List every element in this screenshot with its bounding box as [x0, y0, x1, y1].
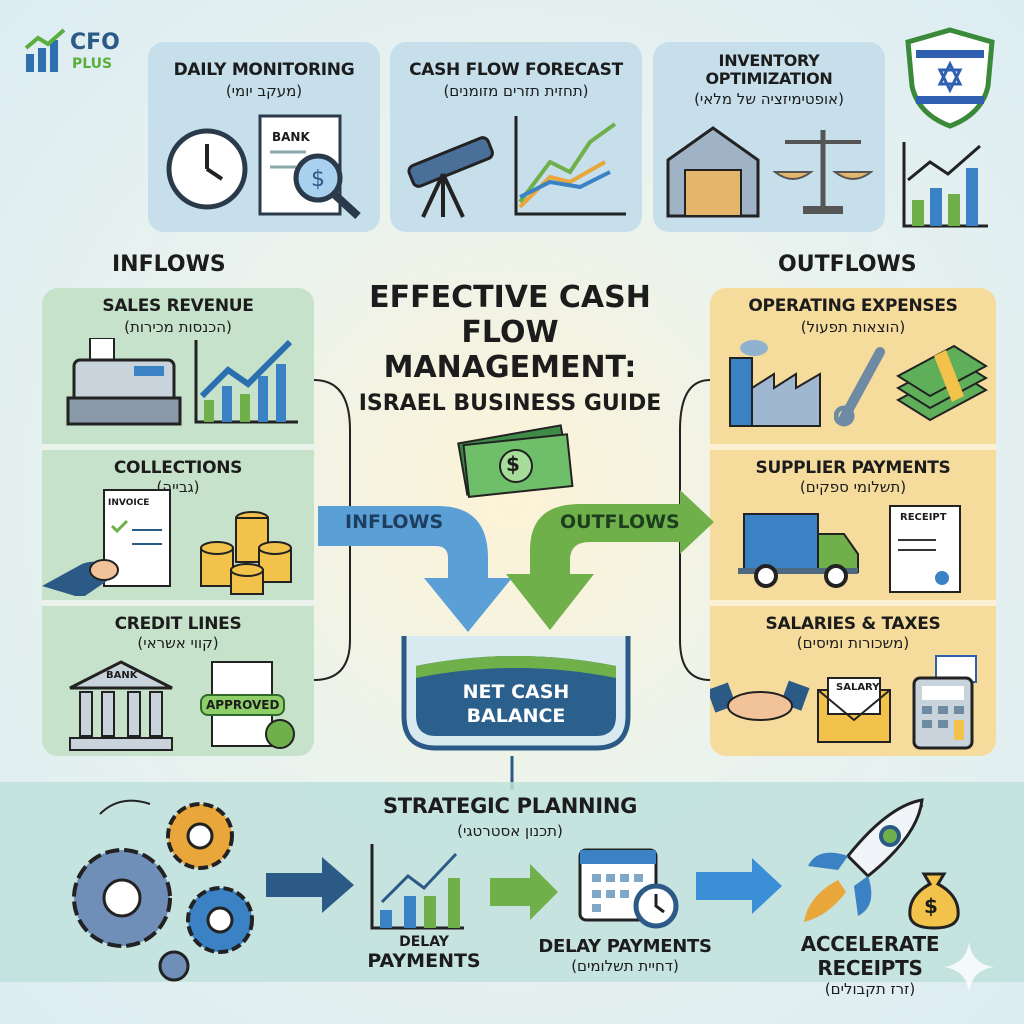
- card-hebrew: (אופטימיזציה של מלאי): [694, 90, 844, 108]
- money-bag-dollar: $: [924, 894, 938, 918]
- warehouse-icon: [666, 126, 760, 218]
- item-hebrew: (הוצאות תפעול): [800, 318, 906, 336]
- subtitle: ISRAEL BUSINESS GUIDE: [358, 391, 662, 416]
- inflows-arrow: [318, 506, 512, 632]
- coin-stacks-icon: [200, 511, 292, 595]
- delivery-truck-icon: [738, 513, 859, 588]
- strategy-hebrew: (תכנון אסטרטגי): [457, 822, 563, 840]
- outflows-heading: OUTFLOWS: [778, 252, 917, 277]
- title-line1: EFFECTIVE CASH: [369, 280, 651, 315]
- calendar-clock-icon: [578, 848, 679, 929]
- item-hebrew: (קווי אשראי): [137, 634, 219, 652]
- dollar-sign: $: [506, 452, 520, 476]
- item-hebrew: (תשלומי ספקים): [799, 478, 907, 496]
- item-title: COLLECTIONS: [113, 458, 243, 478]
- clock-icon: [166, 128, 248, 210]
- rising-chart-icon: [194, 339, 298, 424]
- step-line1: DELAY: [399, 934, 449, 950]
- balance-line1: NET CASH: [462, 681, 570, 703]
- outflow-operating-expenses: OPERATING EXPENSES (הוצאות תפעול): [710, 288, 996, 436]
- outflows-arrow: [506, 490, 714, 630]
- money-stack-icon: [896, 344, 988, 422]
- inflow-sales-revenue: SALES REVENUE (הכנסות מכירות): [42, 288, 314, 436]
- title-line2: FLOW MANAGEMENT:: [383, 315, 637, 385]
- card-title: CASH FLOW FORECAST: [409, 60, 623, 80]
- step-hebrew: (זרז תקבולים): [824, 980, 916, 998]
- calculator-flag-icon: [912, 655, 977, 750]
- outflow-salaries-taxes: SALARIES & TAXES (משכורות ומיסים) SALARY: [710, 600, 996, 756]
- outflows-arrow-label: OUTFLOWS: [560, 511, 680, 533]
- card-daily-monitoring: DAILY MONITORING (מעקב יומי) $ BANK: [148, 42, 380, 232]
- net-cash-balance: NET CASH BALANCE: [420, 680, 612, 728]
- card-cash-flow-forecast: CASH FLOW FORECAST (תחזית תזרים מזומנים): [390, 42, 642, 232]
- card-title: DAILY MONITORING: [173, 60, 355, 80]
- card-title: INVENTORY OPTIMIZATION: [705, 51, 833, 88]
- svg-text:$: $: [311, 167, 325, 192]
- bank-label: BANK: [272, 130, 310, 144]
- balance-line2: BALANCE: [466, 705, 566, 727]
- step-hebrew: (דחיית תשלומים): [571, 957, 679, 975]
- money-bag-icon: [908, 872, 960, 930]
- factory-icon: [729, 340, 821, 427]
- logo-subtext: PLUS: [72, 56, 113, 72]
- item-title: SALES REVENUE: [102, 296, 254, 316]
- item-title: SUPPLIER PAYMENTS: [755, 458, 951, 478]
- step-title: DELAY PAYMENTS: [538, 936, 712, 957]
- card-hebrew: (מעקב יומי): [225, 82, 303, 100]
- card-hebrew: (תחזית תזרים מזומנים): [443, 82, 589, 100]
- item-title: OPERATING EXPENSES: [748, 296, 958, 316]
- step-line1: ACCELERATE: [800, 932, 940, 956]
- inflows-arrow-label: INFLOWS: [345, 511, 444, 533]
- scale-icon: [773, 130, 873, 214]
- main-title: EFFECTIVE CASH FLOW MANAGEMENT: ISRAEL B…: [330, 280, 690, 416]
- step-line2: RECEIPTS: [817, 956, 923, 980]
- blue-arrow-icon: [696, 858, 782, 914]
- inflows-heading: INFLOWS: [112, 252, 226, 277]
- inflow-credit-lines: CREDIT LINES (קווי אשראי) BANK APPROVED: [42, 600, 314, 756]
- arrow-right-icon: [266, 857, 354, 913]
- outflow-supplier-payments: SUPPLIER PAYMENTS (תשלומי ספקים) RECEIPT: [710, 444, 996, 594]
- step-delay-payments: DELAY PAYMENTS (דחיית תשלומים): [530, 936, 720, 975]
- approved-stamp: APPROVED: [200, 694, 286, 716]
- rocket-icon: [804, 798, 924, 922]
- bank-statement-search-icon: $: [258, 114, 361, 219]
- strategy-title: STRATEGIC PLANNING: [382, 794, 638, 818]
- step-delay-payments-short: DELAY PAYMENTS: [364, 934, 484, 972]
- handshake-icon: [710, 680, 810, 721]
- item-hebrew: (הכנסות מכירות): [124, 318, 232, 336]
- cash-register-icon: [66, 338, 182, 426]
- step-line2: PAYMENTS: [367, 950, 481, 972]
- bar-chart-icon: [370, 844, 464, 930]
- invoice-hand-icon: [42, 489, 171, 596]
- sparkle-icon: [944, 942, 994, 992]
- bank-label: BANK: [106, 670, 138, 681]
- step-accelerate-receipts: ACCELERATE RECEIPTS (זרז תקבולים): [780, 932, 960, 998]
- growth-bar-chart-icon: [902, 142, 988, 228]
- growth-chart-icon: [24, 28, 66, 72]
- gears-icon: [72, 799, 254, 982]
- wrench-icon: [834, 347, 885, 427]
- inflow-collections: COLLECTIONS (גבייה) INVOICE: [42, 444, 314, 596]
- dollar-bills-icon: [457, 424, 574, 498]
- salary-label: SALARY: [836, 682, 880, 693]
- item-title: CREDIT LINES: [114, 614, 242, 634]
- bank-building-icon: [69, 660, 173, 751]
- invoice-label: INVOICE: [108, 498, 150, 508]
- receipt-icon: [889, 505, 961, 593]
- salary-envelope-icon: [817, 677, 891, 743]
- logo: CFO PLUS: [24, 26, 154, 78]
- green-arrow-icon: [490, 864, 558, 920]
- card-inventory-optimization: INVENTORY OPTIMIZATION (אופטימיזציה של מ…: [653, 42, 885, 232]
- receipt-label: RECEIPT: [900, 512, 947, 523]
- item-hebrew: (משכורות ומיסים): [796, 634, 910, 652]
- item-title: SALARIES & TAXES: [765, 614, 941, 634]
- forecast-chart-icon: [514, 116, 626, 216]
- israel-flag-shield-icon: [905, 27, 995, 129]
- basin: [401, 636, 631, 751]
- telescope-icon: [407, 136, 494, 218]
- logo-text: CFO: [70, 30, 120, 55]
